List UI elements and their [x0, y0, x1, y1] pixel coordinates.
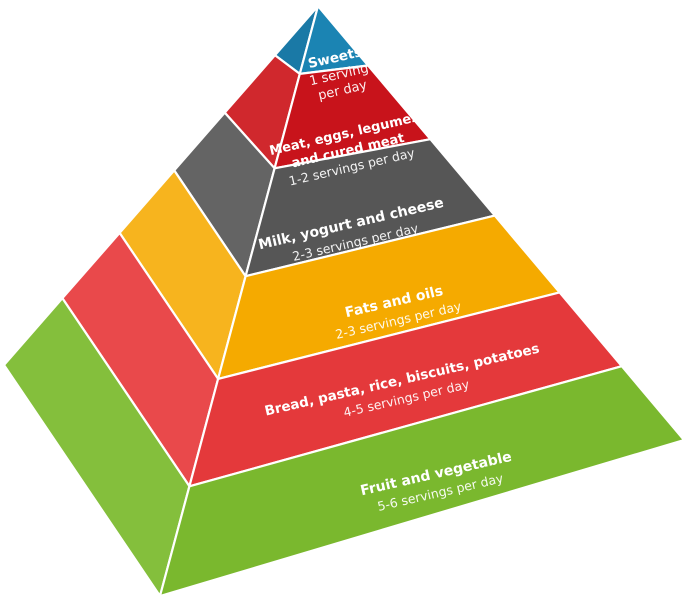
pyramid-faces [2, 4, 686, 598]
pyramid-front-face [158, 365, 686, 598]
